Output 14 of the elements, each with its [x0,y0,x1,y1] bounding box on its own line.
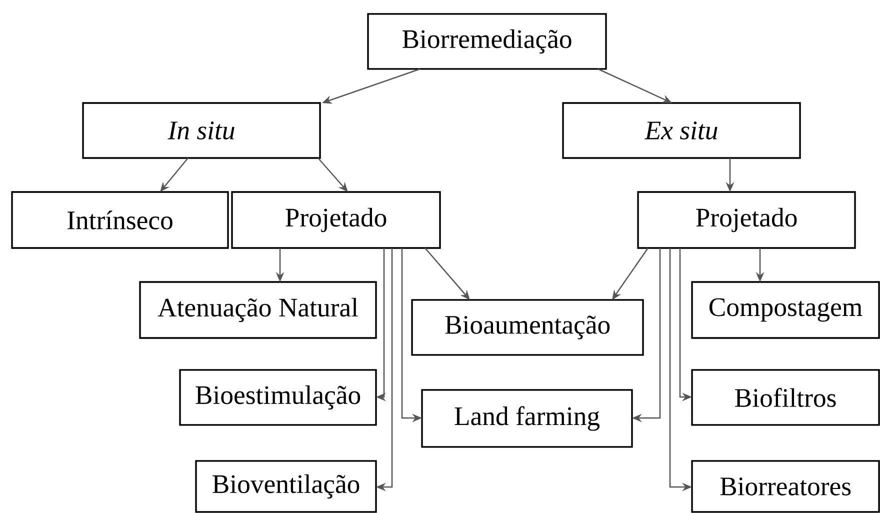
process-box: Intrínseco [11,191,229,249]
process-box: Biorremediação [367,13,607,70]
process-box: Compostagem [691,281,880,339]
process-box: Biofiltros [691,369,880,426]
process-box: Land farming [421,389,633,448]
process-box: Projetado [231,191,441,249]
process-box: In situ [82,102,321,159]
process-box: Biorreatores [691,460,880,513]
process-box: Bioventilação [195,460,377,513]
process-box: Atenuação Natural [139,281,377,339]
process-box: Projetado [637,191,856,249]
process-box: Ex situ [562,102,801,159]
process-box: Bioaumentação [411,299,644,356]
process-box: Bioestimulação [179,369,377,426]
